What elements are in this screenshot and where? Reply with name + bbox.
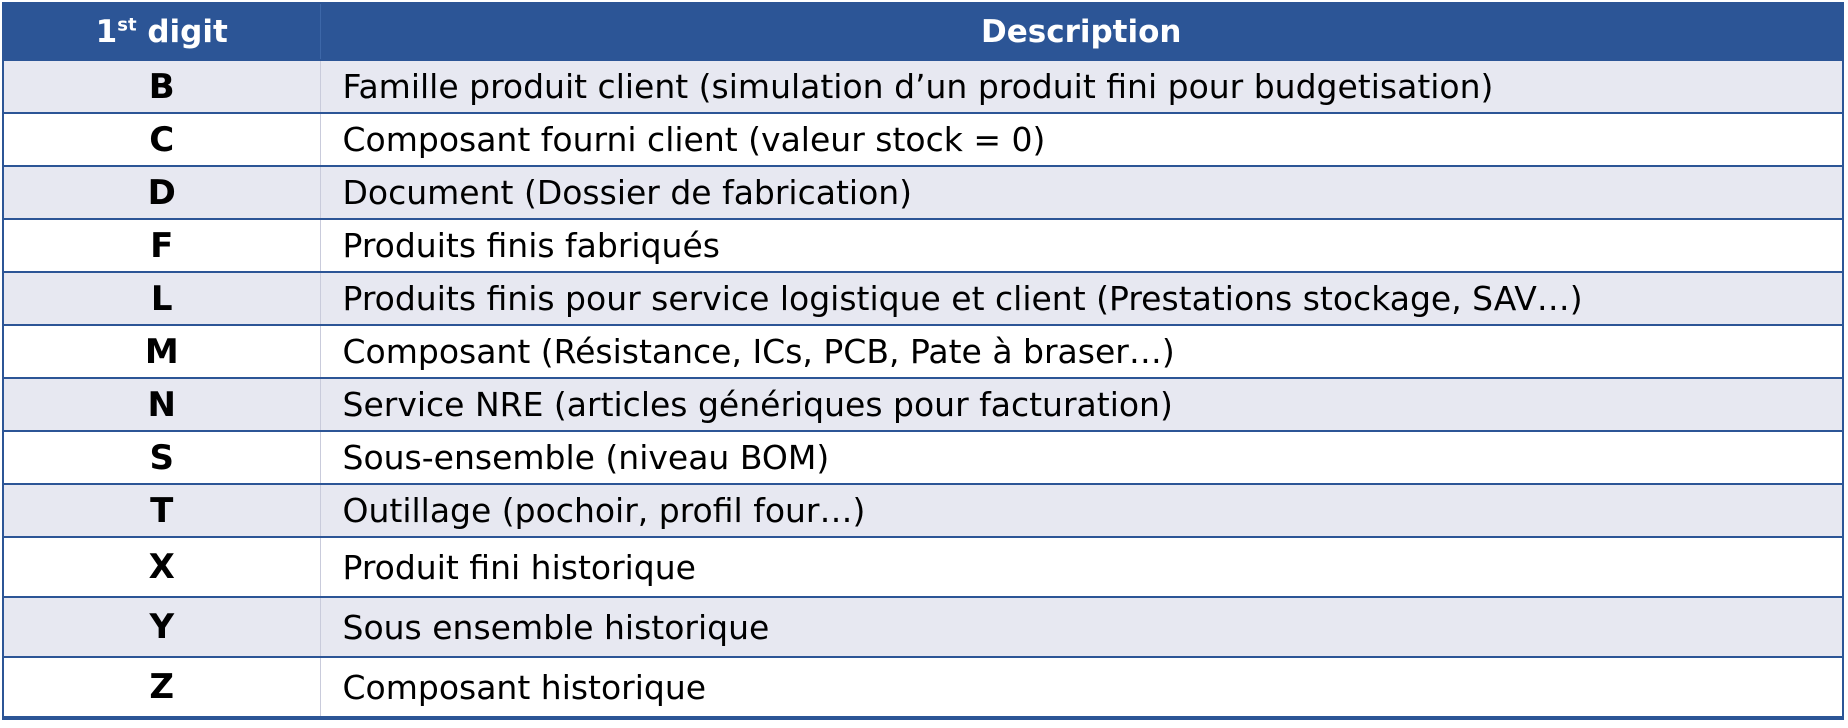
table-row: X Produit fini historique	[4, 536, 1842, 598]
code-table: 1st digit Description B Famille produit …	[4, 4, 1842, 718]
row-code: X	[4, 536, 321, 598]
row-description: Sous ensemble historique	[320, 596, 1842, 658]
table-row: Z Composant historique	[4, 656, 1842, 718]
table-row: F Produits finis fabriqués	[4, 218, 1842, 273]
table-row: Y Sous ensemble historique	[4, 596, 1842, 658]
row-description: Produits finis pour service logistique e…	[320, 271, 1842, 326]
row-description: Sous-ensemble (niveau BOM)	[320, 430, 1842, 485]
row-code: B	[4, 59, 321, 114]
row-code: L	[4, 271, 321, 326]
row-code: M	[4, 324, 321, 379]
row-code: Y	[4, 596, 321, 658]
table-row: N Service NRE (articles génériques pour …	[4, 377, 1842, 432]
row-description: Composant fourni client (valeur stock = …	[320, 112, 1842, 167]
row-description: Outillage (pochoir, profil four…)	[320, 483, 1842, 538]
first-digit-header-prefix: 1	[95, 13, 118, 50]
table-header-row: 1st digit Description	[4, 4, 1842, 60]
first-digit-header-suffix: digit	[136, 13, 228, 50]
row-description: Produits finis fabriqués	[320, 218, 1842, 273]
first-digit-header-superscript: st	[117, 14, 137, 36]
row-description: Service NRE (articles génériques pour fa…	[320, 377, 1842, 432]
table-row: S Sous-ensemble (niveau BOM)	[4, 430, 1842, 485]
column-header-first-digit: 1st digit	[4, 4, 321, 60]
row-description: Document (Dossier de fabrication)	[320, 165, 1842, 220]
row-description: Composant historique	[320, 656, 1842, 718]
row-code: D	[4, 165, 321, 220]
row-code: F	[4, 218, 321, 273]
table-row: C Composant fourni client (valeur stock …	[4, 112, 1842, 167]
column-header-description: Description	[320, 4, 1842, 60]
row-code: N	[4, 377, 321, 432]
table-row: M Composant (Résistance, ICs, PCB, Pate …	[4, 324, 1842, 379]
table-row: B Famille produit client (simulation d’u…	[4, 59, 1842, 114]
table-row: L Produits finis pour service logistique…	[4, 271, 1842, 326]
row-description: Famille produit client (simulation d’un …	[320, 59, 1842, 114]
table-row: D Document (Dossier de fabrication)	[4, 165, 1842, 220]
row-code: T	[4, 483, 321, 538]
row-code: Z	[4, 656, 321, 718]
row-code: C	[4, 112, 321, 167]
row-description: Composant (Résistance, ICs, PCB, Pate à …	[320, 324, 1842, 379]
row-description: Produit fini historique	[320, 536, 1842, 598]
row-code: S	[4, 430, 321, 485]
table-row: T Outillage (pochoir, profil four…)	[4, 483, 1842, 538]
